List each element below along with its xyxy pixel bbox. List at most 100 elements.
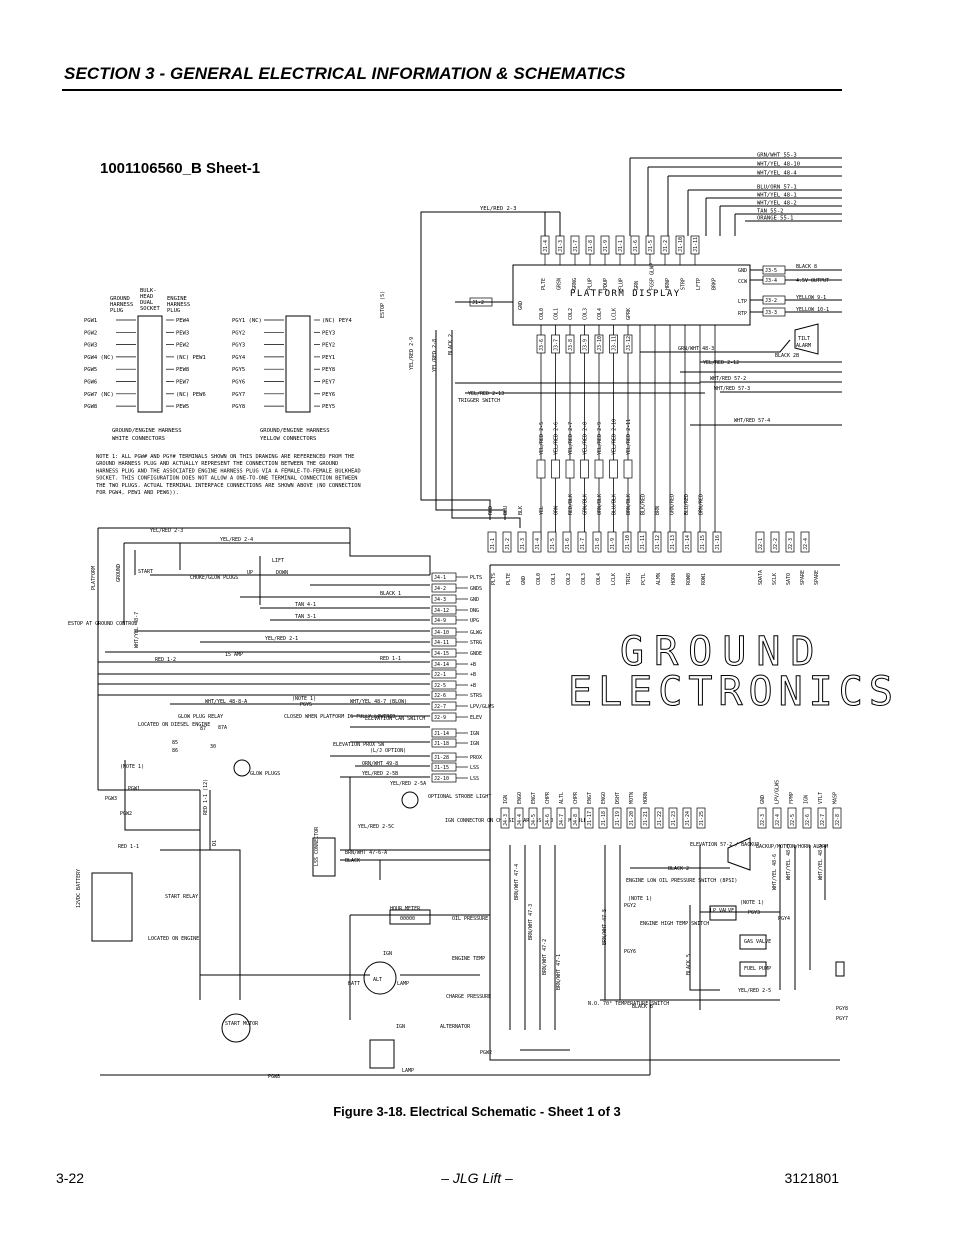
engine-label-9: (NOTE 1)	[120, 764, 144, 770]
ge-conn-15: J1-16	[715, 535, 721, 550]
top-conn-4: J1-9	[603, 240, 609, 252]
ge-pin-6: COL3	[581, 573, 587, 585]
bottom-wire-11: BLACK 5	[686, 954, 692, 975]
top-conn-3: J1-8	[588, 240, 594, 252]
vertical-color-2: BLK	[518, 506, 524, 515]
col-wire-label-5: YEL/RED 2-10	[612, 419, 618, 455]
harness_yellow-left-4: PGY5	[232, 367, 245, 373]
bottom-right-pin-2: FPMP	[789, 792, 795, 804]
white-head3-bulk: DUAL	[140, 300, 154, 306]
white-head2-engine: HARNESS	[167, 302, 190, 308]
bottom-right-conn-box-1	[772, 807, 782, 829]
mid-wire-1: YEL/RED 2-12	[703, 360, 739, 366]
top-conn-box-3	[585, 235, 595, 255]
bottom-conn-box-4	[556, 807, 566, 829]
left-label-2: START	[138, 569, 153, 575]
top-conn-box-6	[630, 235, 640, 255]
vertical-color-13: BLU/RED	[684, 494, 690, 515]
top-wire-3: BLU/ORN 57-1	[757, 185, 797, 191]
harness_white-right-5: PEW7	[176, 380, 189, 386]
bottom-conn-box-8	[612, 807, 622, 829]
top-pin-7: FGSP GLWP	[650, 263, 656, 290]
bottom-conn-box-13	[682, 807, 692, 829]
white-caption-1: GROUND/ENGINE HARNESS	[112, 428, 182, 434]
col-pin-5: LCLK	[612, 308, 618, 320]
left-pin-11: STRS	[470, 693, 482, 699]
left-pin-6: STRG	[470, 640, 482, 646]
ge-conn-box-5	[562, 531, 572, 553]
top-wire-4: WHT/YEL 48-1	[757, 193, 797, 199]
col-conn-box-2	[565, 334, 575, 354]
ge-conn-box-12	[667, 531, 677, 553]
ge-right-pin-0: SDATA	[758, 570, 764, 585]
col-conn2-box-1	[551, 459, 560, 479]
top-conn-2: J1-7	[573, 240, 579, 252]
vertical-color-14: BRN/RED	[699, 494, 705, 515]
engine-label-15: 12VDC BATTERY	[76, 869, 82, 908]
ge-right-conn-2: J2-3	[788, 538, 794, 550]
col-conn-box-5	[609, 334, 618, 354]
left-wire-5: YEL/RED 2-1	[265, 636, 298, 642]
right-conn-1: J3-4	[765, 278, 777, 284]
bottom-label-10: PGY3	[748, 910, 760, 916]
bottom-label-4: PGY6	[624, 949, 636, 955]
left-pin-1: GNDS	[470, 586, 482, 592]
harness-headings: GROUND BULK- ENGINE HARNESS HEAD HARNESS…	[110, 288, 330, 442]
white-head2-ground: HARNESS	[110, 302, 133, 308]
ge-conn-box-7	[592, 531, 602, 553]
harness_white-left-1: PGW2	[84, 330, 97, 336]
engine-label-0: LOCATED ON DIESEL ENGINE	[138, 722, 210, 728]
left-label-3: CHOKE/GLOW PLUGS	[190, 575, 238, 581]
top-conn-box-0	[540, 235, 550, 255]
gnd-left-display: GND	[518, 301, 524, 310]
left-conn-17: J1-15	[434, 765, 449, 771]
top-wire-2: WHT/YEL 48-4	[757, 171, 797, 177]
col-conn-1: J3-7	[554, 339, 560, 351]
col-conn-box-0	[536, 334, 546, 354]
left-pin-16: PROX	[470, 755, 482, 761]
left-wire-13: BRN/WHT 47-6-A	[345, 850, 387, 856]
mid-label-11: 00000	[400, 916, 415, 922]
left-pin-9: +B	[470, 672, 476, 678]
right-pin-1: CCW	[738, 279, 748, 285]
left-conn-7: J4-15	[434, 651, 449, 657]
right-conn-box-1	[762, 275, 786, 285]
engine-label-4: 87	[200, 726, 206, 732]
ge-pin-3: COL0	[536, 573, 542, 585]
bottom-pin-3: CHPR	[545, 791, 551, 804]
bottom-label-8: LP VALVE	[710, 908, 734, 914]
engine-label-16: START RELAY	[165, 894, 198, 900]
col-conn-box-6	[623, 334, 633, 354]
col-conn-box-3	[580, 334, 589, 354]
bottom-conn-1: J4-4	[517, 814, 523, 826]
ge-conn-6: J1-7	[580, 538, 586, 550]
harness_yellow-right-1: PEY3	[322, 330, 335, 336]
note-line-4: THE TWO PLUGS. ACTUAL TERMINAL INTERFACE…	[96, 483, 361, 489]
top-wire-6: TAN 55-2	[757, 209, 784, 215]
col-conn-4: J3-10	[597, 336, 603, 351]
harness_yellow-left-1: PGY2	[232, 330, 245, 336]
bottom-conn-box-11	[654, 807, 664, 829]
col-conn2-box-6	[623, 459, 633, 479]
ge-conn-box-6	[577, 531, 587, 553]
vertical-color-8: BLU/BLK	[612, 494, 618, 515]
engine-label-12: PGW3	[105, 796, 117, 802]
left-wire-0: YEL/RED 2-3	[150, 528, 183, 534]
top-pin-6: GRN	[634, 281, 640, 290]
engine-label-19: ALT	[373, 977, 382, 983]
harness_white-left-4: PGW5	[84, 367, 97, 373]
ge-right-conn-box-0	[755, 531, 765, 553]
harness_white-left-2: PGW3	[84, 343, 97, 349]
harness_yellow-right-3: PEY1	[322, 355, 335, 361]
harness_yellow-right-0: (NC) PEY4	[322, 318, 352, 324]
left-label-4: LIFT	[272, 558, 284, 564]
left-pin-18: LSS	[470, 776, 479, 782]
bottom-pin-10: HORN	[643, 792, 649, 804]
left-pin-13: ELEV	[470, 715, 482, 721]
right-conn-0: J3-5	[765, 268, 777, 274]
left-label-7: ESTOP AT GROUND CONTROL	[68, 621, 137, 627]
col-pin-2: COL2	[568, 308, 574, 320]
col-pin-6: GPRK	[626, 308, 632, 320]
ground-electronics-title-line1: GROUND	[620, 629, 825, 675]
top-pin-9: STRP	[681, 278, 687, 290]
